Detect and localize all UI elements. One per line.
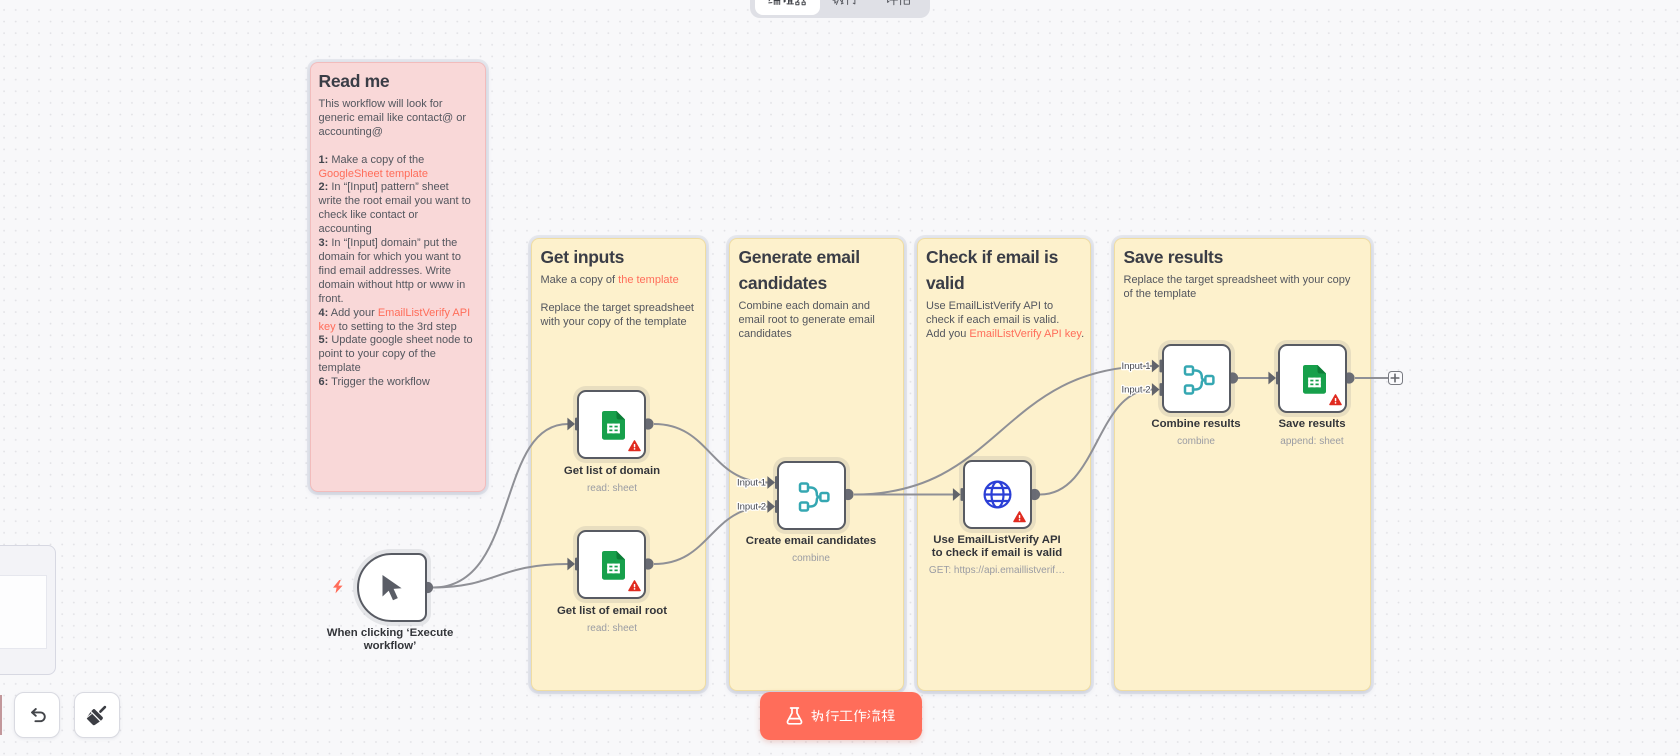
svg-text:Input 2: Input 2 xyxy=(737,502,766,513)
svg-text:Input 2: Input 2 xyxy=(1121,385,1150,396)
svg-text:Input 1: Input 1 xyxy=(737,478,766,489)
svg-text:Input 1: Input 1 xyxy=(1121,361,1150,372)
